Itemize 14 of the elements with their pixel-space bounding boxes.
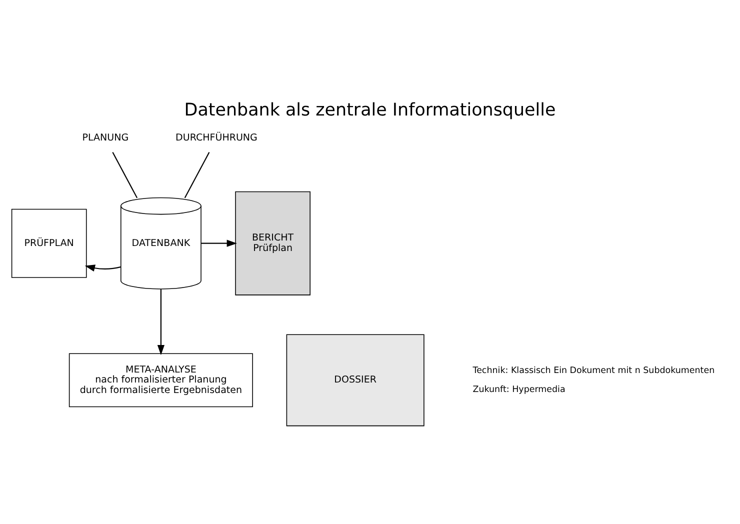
arrow [84, 264, 121, 272]
connector [112, 152, 138, 198]
node-label: Technik: Klassisch Ein Dokument mit n Subdokumenten [472, 366, 715, 376]
node-text: DURCHFÜHRUNG [176, 132, 258, 144]
diagram-title: Datenbank als zentrale Informationsquelle [184, 100, 556, 120]
arrow [201, 240, 237, 247]
connector [184, 152, 210, 198]
node-text: PLANUNG [82, 132, 129, 144]
node-box: BERICHT Prüfplan [235, 191, 310, 296]
node-label: Zukunft: Hypermedia [472, 384, 566, 395]
node-box: META-ANALYSE nach formalisierter Planung durch formalisierte Ergebnisdaten [68, 353, 253, 408]
arrow [157, 289, 165, 356]
node-box: PRÜFPLAN [11, 208, 87, 278]
node-box: DOSSIER [286, 334, 424, 426]
